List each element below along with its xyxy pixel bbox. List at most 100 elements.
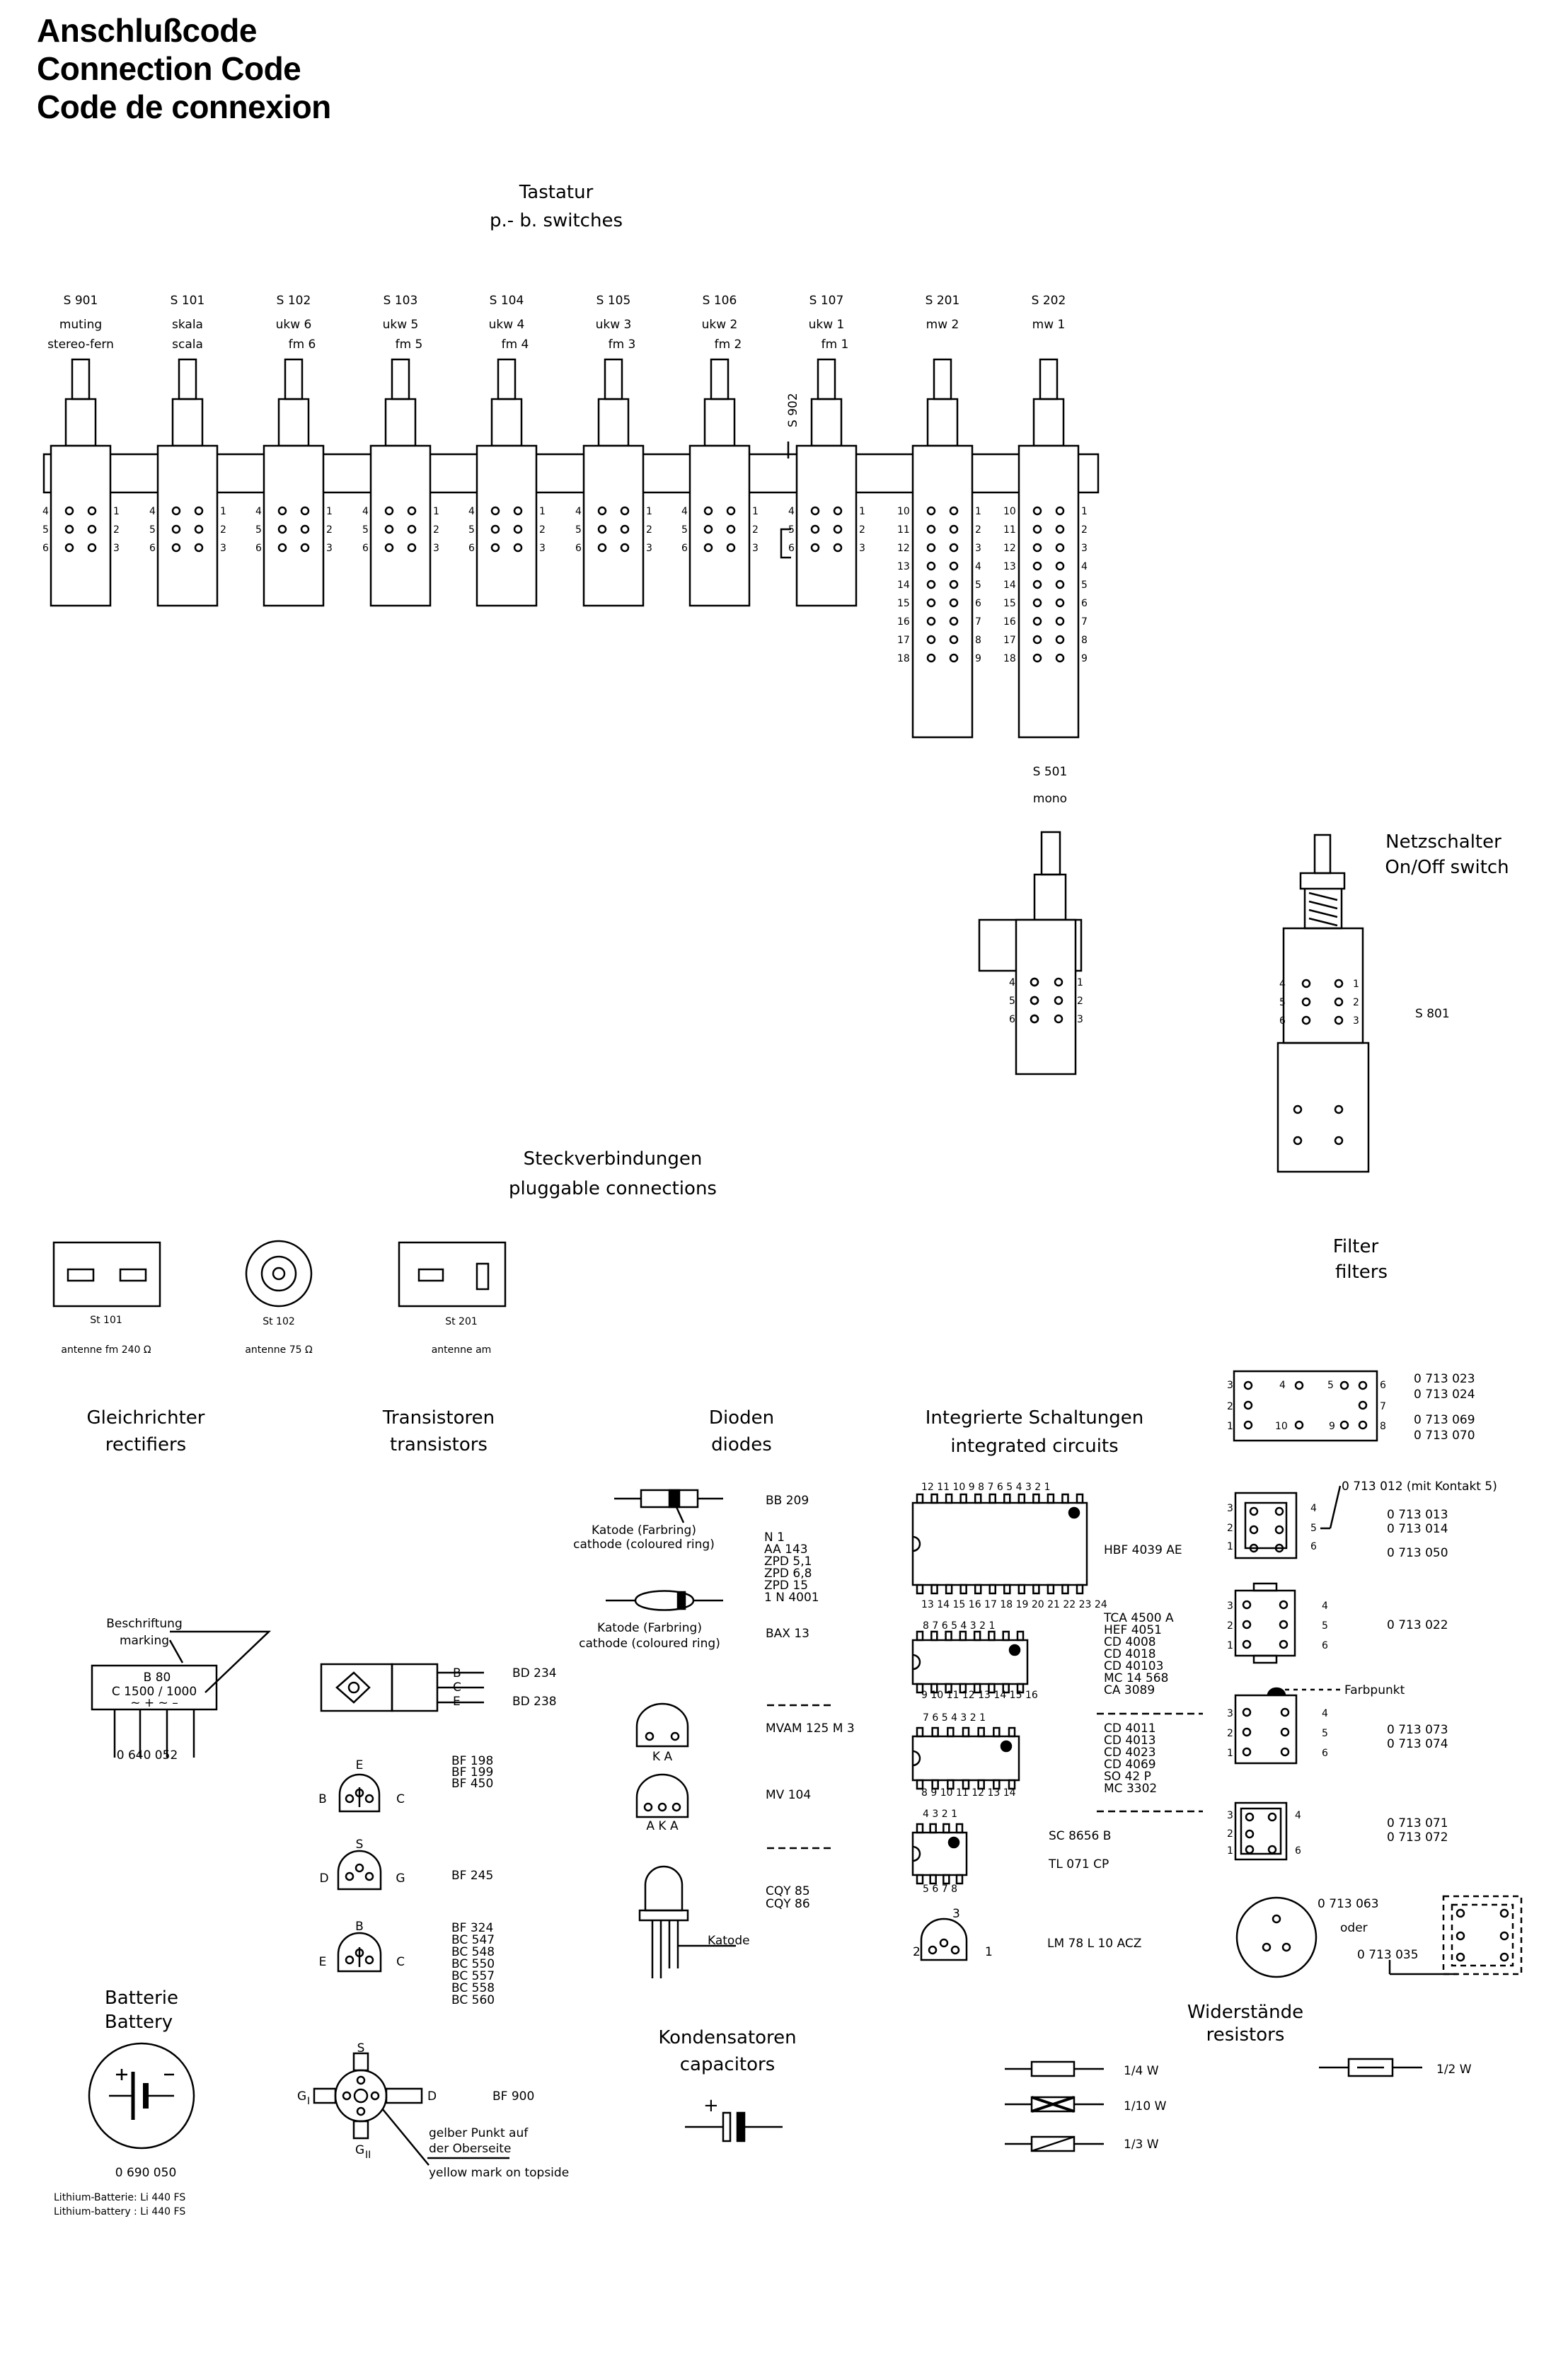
rectifier-body xyxy=(91,1630,272,1758)
filter-4-code-b: 0 713 074 xyxy=(1387,1737,1448,1751)
pin-contact xyxy=(949,524,959,534)
battery-note-de: Lithium-Batterie: Li 440 FS xyxy=(54,2192,185,2203)
pin-contact xyxy=(1279,1620,1289,1630)
pin-number: 5 xyxy=(362,524,369,536)
pin-contact xyxy=(949,561,959,571)
switch-label-1: ukw 2 xyxy=(702,318,738,332)
ic-pin xyxy=(942,1874,950,1885)
pin-contact xyxy=(490,506,500,516)
s801-ref: S 801 xyxy=(1415,1007,1450,1021)
svg-text:4: 4 xyxy=(1322,1708,1328,1719)
pin-contact xyxy=(1499,1931,1509,1941)
filter-2-pins xyxy=(1249,1506,1284,1553)
diode-heading-de: Dioden xyxy=(709,1407,774,1429)
pin-number: 4 xyxy=(1279,979,1286,990)
pin-number: 4 xyxy=(362,506,369,517)
pin-contact xyxy=(1055,598,1065,608)
pin-contact xyxy=(407,506,417,516)
pin-number: 18 xyxy=(1003,653,1016,664)
t2-type-a: BF 198 xyxy=(451,1754,493,1768)
diode-mv104 xyxy=(635,1773,689,1818)
st201-ref: St 201 xyxy=(445,1316,478,1327)
svg-text:1: 1 xyxy=(1227,1421,1233,1432)
d1-cathode-de: Katode (Farbring) xyxy=(592,1523,696,1538)
ic4-type-b: TL 071 CP xyxy=(1048,1857,1109,1871)
switch-stem xyxy=(926,398,959,447)
t5-pin-g2-sub: II xyxy=(365,2150,371,2161)
t5-note-2: der Oberseite xyxy=(429,2142,511,2156)
ic-16pin xyxy=(911,1630,1029,1694)
pin-number: 2 xyxy=(113,524,120,536)
svg-text:3: 3 xyxy=(1227,1810,1233,1821)
d1-type-item: ZPD 6,8 xyxy=(764,1567,812,1581)
pin-contact xyxy=(1055,506,1065,516)
svg-text:6: 6 xyxy=(1295,1845,1301,1857)
svg-text:5: 5 xyxy=(1322,1728,1328,1739)
t2-pin-e: E xyxy=(356,1758,364,1772)
ic-pin xyxy=(916,1683,924,1694)
s501-switch xyxy=(978,831,1083,1075)
pin-number: 5 xyxy=(1009,996,1015,1007)
switch-label-1: mw 1 xyxy=(1032,318,1066,332)
svg-text:2: 2 xyxy=(1227,1828,1233,1840)
pin-contact xyxy=(1245,1829,1255,1839)
switch-housing xyxy=(582,444,645,607)
ic-pin xyxy=(930,1493,938,1504)
ic2-type: TCA 4500 A xyxy=(1103,1611,1174,1625)
keyboard-heading-en: p.- b. switches xyxy=(490,210,623,231)
pin-contact xyxy=(597,506,607,516)
pin-contact xyxy=(1032,598,1042,608)
pin-contact xyxy=(1055,524,1065,534)
page-title: Anschlußcode Connection Code Code de con… xyxy=(37,11,331,126)
pin-contact xyxy=(1242,1707,1252,1717)
pin-contact xyxy=(1032,635,1042,645)
ic-pin xyxy=(1002,1683,1010,1694)
ic-pin xyxy=(988,1584,996,1595)
filter-6-code-a: 0 713 063 xyxy=(1318,1897,1379,1911)
ic-pin xyxy=(916,1584,924,1595)
r4-label: 1/2 W xyxy=(1436,2063,1472,2077)
pin-number: 2 xyxy=(433,524,439,536)
filter-5-pins xyxy=(1245,1812,1277,1855)
pin-contact xyxy=(1280,1747,1290,1757)
pin-contact xyxy=(703,506,713,516)
switch-knob xyxy=(391,358,410,400)
t4-pin-b: B xyxy=(355,1920,364,1934)
plugs-heading-en: pluggable connections xyxy=(509,1178,717,1199)
pin-contact xyxy=(1455,1952,1465,1962)
pin-number: 13 xyxy=(897,561,910,572)
ic-pin xyxy=(1076,1493,1084,1504)
filter-4-code-a: 0 713 073 xyxy=(1387,1723,1448,1737)
filter-5: 3 2 1 4 6 xyxy=(1227,1801,1301,1861)
t2-type-c: BF 450 xyxy=(451,1777,493,1791)
rectifier-pins: ~ + ~ – xyxy=(130,1696,178,1710)
t4-pin-c: C xyxy=(396,1955,405,1969)
pin-contact xyxy=(926,653,936,663)
pin-number: 6 xyxy=(362,543,369,554)
svg-text:7: 7 xyxy=(1380,1401,1386,1412)
pin-contact xyxy=(1242,1620,1252,1630)
ic-heading-en: integrated circuits xyxy=(950,1436,1118,1457)
switch-ref: S 102 xyxy=(277,294,311,308)
filter-1-pins xyxy=(1243,1380,1368,1430)
switch-bar xyxy=(42,453,1100,494)
pin-contact xyxy=(620,524,630,534)
filter-4: 3 2 1 4 5 6 xyxy=(1227,1687,1342,1765)
capacitor-heading-en: capacitors xyxy=(680,2054,776,2075)
svg-text:4: 4 xyxy=(1322,1600,1328,1612)
ic-pin xyxy=(988,1683,996,1694)
pin-contact xyxy=(1301,1015,1311,1025)
pin-contact xyxy=(171,543,181,553)
pin-contact xyxy=(1358,1420,1368,1430)
ic3-type: CD 4023 xyxy=(1104,1746,1156,1760)
pin-number: 17 xyxy=(897,635,910,646)
pin-number: 16 xyxy=(897,616,910,628)
ic-body xyxy=(911,1501,1088,1586)
pin-contact xyxy=(926,524,936,534)
pin-contact xyxy=(726,524,736,534)
filter-5-code-b: 0 713 072 xyxy=(1387,1830,1448,1845)
pin-contact xyxy=(1055,616,1065,626)
pin-contact xyxy=(833,506,843,516)
filter-2-code-d: 0 713 050 xyxy=(1387,1546,1448,1560)
pin-contact xyxy=(949,506,959,516)
